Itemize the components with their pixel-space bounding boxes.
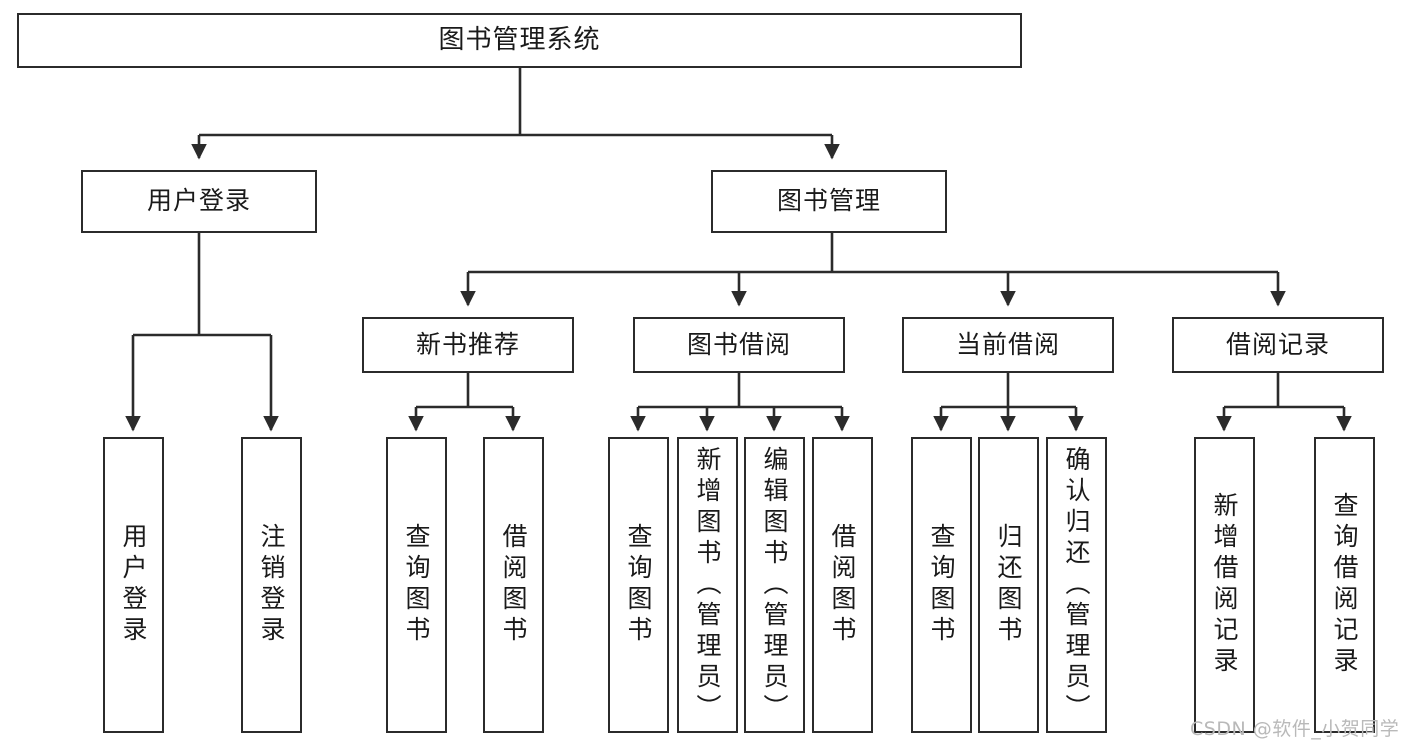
node-label: 新增借阅记录 bbox=[1210, 492, 1239, 678]
node-current-borrowing[interactable]: 当前借阅 bbox=[902, 317, 1114, 373]
node-label: 借阅图书 bbox=[499, 523, 528, 647]
node-label: 借阅记录 bbox=[1225, 329, 1330, 359]
node-label: 图书管理系统 bbox=[438, 24, 601, 55]
node-label: 用户登录 bbox=[119, 523, 148, 647]
node-borrow-records[interactable]: 借阅记录 bbox=[1172, 317, 1384, 373]
leaf-confirm-return-admin[interactable]: 确认归还（管理员） bbox=[1046, 437, 1107, 733]
node-label: 查询图书 bbox=[402, 523, 431, 647]
node-label: 归还图书 bbox=[994, 523, 1023, 647]
node-label: 查询图书 bbox=[624, 523, 653, 647]
node-book-management[interactable]: 图书管理 bbox=[711, 170, 947, 233]
node-label: 编辑图书（管理员） bbox=[760, 445, 789, 725]
node-label: 注销登录 bbox=[257, 523, 286, 647]
node-label: 新书推荐 bbox=[415, 329, 520, 359]
node-label: 图书管理 bbox=[776, 186, 881, 216]
node-label: 新增图书（管理员） bbox=[693, 445, 722, 725]
leaf-query-books-new-recommendation[interactable]: 查询图书 bbox=[386, 437, 447, 733]
node-root-book-management-system[interactable]: 图书管理系统 bbox=[17, 13, 1022, 68]
leaf-logout[interactable]: 注销登录 bbox=[241, 437, 302, 733]
node-label: 查询借阅记录 bbox=[1330, 492, 1359, 678]
node-label: 当前借阅 bbox=[955, 329, 1060, 359]
node-new-book-recommendation[interactable]: 新书推荐 bbox=[362, 317, 574, 373]
leaf-return-books[interactable]: 归还图书 bbox=[978, 437, 1039, 733]
node-book-borrowing[interactable]: 图书借阅 bbox=[633, 317, 845, 373]
leaf-borrow-books-borrowing[interactable]: 借阅图书 bbox=[812, 437, 873, 733]
leaf-add-borrow-record[interactable]: 新增借阅记录 bbox=[1194, 437, 1255, 733]
node-label: 确认归还（管理员） bbox=[1062, 445, 1091, 725]
leaf-query-books-borrowing[interactable]: 查询图书 bbox=[608, 437, 669, 733]
leaf-borrow-books-new-recommendation[interactable]: 借阅图书 bbox=[483, 437, 544, 733]
node-label: 查询图书 bbox=[927, 523, 956, 647]
leaf-edit-book-admin[interactable]: 编辑图书（管理员） bbox=[744, 437, 805, 733]
leaf-query-books-current[interactable]: 查询图书 bbox=[911, 437, 972, 733]
node-user-login[interactable]: 用户登录 bbox=[81, 170, 317, 233]
node-label: 借阅图书 bbox=[828, 523, 857, 647]
leaf-user-login[interactable]: 用户登录 bbox=[103, 437, 164, 733]
leaf-add-book-admin[interactable]: 新增图书（管理员） bbox=[677, 437, 738, 733]
node-label: 用户登录 bbox=[146, 186, 251, 216]
node-label: 图书借阅 bbox=[686, 329, 791, 359]
leaf-query-borrow-record[interactable]: 查询借阅记录 bbox=[1314, 437, 1375, 733]
csdn-watermark: CSDN @软件_小贺同学 bbox=[1190, 718, 1400, 740]
